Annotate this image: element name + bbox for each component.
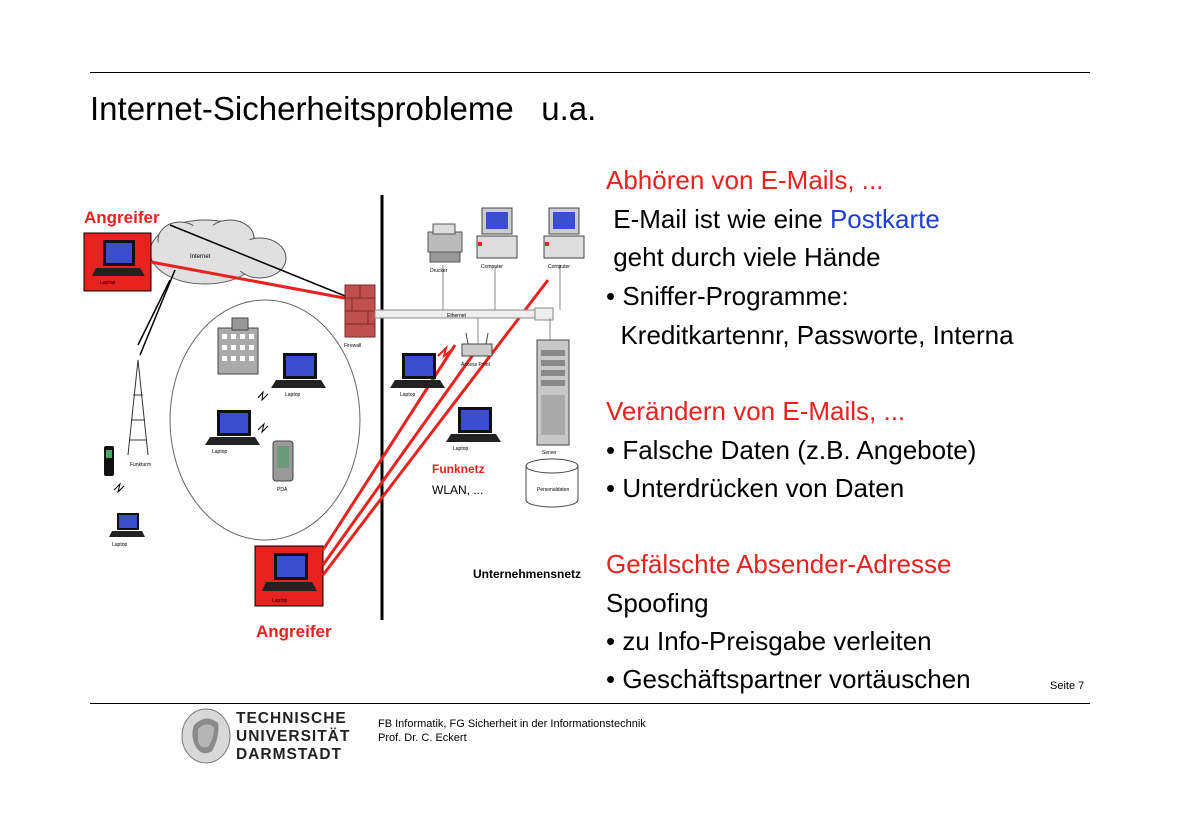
text-line-spoofing: Spoofing (606, 588, 709, 618)
text-postkarte-word: Postkarte (829, 204, 940, 234)
access-point-icon (461, 332, 493, 357)
laptop-label: Laptop (212, 449, 228, 455)
wlan-label: WLAN, ... (432, 483, 483, 497)
computer-label: Computer (481, 264, 503, 270)
laptop-icon (92, 240, 145, 276)
computer-label: Computer (548, 264, 570, 270)
wireless-bolt-icon (257, 390, 269, 402)
building-icon (217, 317, 259, 375)
database-icon (525, 458, 579, 508)
text-line-kreditkarten: Kreditkartennr, Passworte, Interna (606, 320, 1014, 350)
radio-tower-label: Funkturm (130, 462, 151, 468)
logo-line-3: DARMSTADT (236, 746, 343, 763)
text-line-abhoeren: Abhören von E-Mails, ... (606, 165, 884, 195)
printer-icon (427, 223, 463, 263)
wireless-cloud-icon (169, 299, 361, 541)
laptop-icon (446, 407, 501, 442)
top-rule (90, 72, 1090, 73)
unternehmensnetz-label: Unternehmensnetz (473, 567, 581, 581)
laptop-icon (262, 553, 317, 591)
laptop-icon (205, 410, 260, 445)
laptop-label: Laptop (453, 446, 469, 452)
wireless-bolt-icon (437, 344, 455, 359)
laptop-label: Laptop (112, 542, 128, 548)
pda-label: PDA (277, 487, 288, 493)
attack-lines (150, 260, 550, 576)
computer-icon (476, 207, 518, 259)
server-icon (536, 339, 570, 446)
logo-line-1: TECHNISCHE (236, 710, 347, 727)
laptop-label: Laptop (100, 280, 116, 286)
pda-icon (272, 440, 294, 482)
firewall-label: Firewall (344, 343, 361, 349)
laptop-label: Laptop (285, 392, 301, 398)
university-seal-logo (181, 708, 231, 764)
footer-department: FB Informatik, FG Sicherheit in der Info… (378, 718, 646, 730)
logo-line-2: UNIVERSITÄT (236, 728, 351, 745)
laptop-label: Laptop (272, 598, 288, 604)
database-label: Personaldaten (537, 487, 569, 493)
access-point-label: Access Point (461, 362, 491, 368)
text-line-geschaeftspartner: • Geschäftspartner vortäuschen (606, 664, 971, 694)
funknetz-label: Funknetz (432, 462, 485, 476)
text-line-unterdruecken: • Unterdrücken von Daten (606, 473, 905, 503)
text-line-veraendern: Verändern von E-Mails, ... (606, 396, 906, 426)
text-line-falsche-daten: • Falsche Daten (z.B. Angebote) (606, 435, 977, 465)
ethernet-label: Ethernet (447, 313, 467, 319)
text-line-gefaelschte: Gefälschte Absender-Adresse (606, 549, 952, 579)
text-postkarte-prefix: E-Mail ist wie eine (606, 204, 830, 234)
computer-icon (543, 207, 585, 259)
laptop-icon (271, 353, 326, 388)
laptop-icon (109, 513, 145, 537)
text-line-haende: geht durch viele Hände (606, 242, 881, 272)
attacker-top-label: Angreifer (84, 208, 160, 227)
printer-label: Drucker (430, 268, 448, 274)
bottom-rule (90, 703, 1090, 704)
radio-tower-icon (127, 359, 149, 456)
wireless-bolt-icon (113, 482, 125, 494)
mobile-phone-icon (104, 446, 114, 476)
footer-author: Prof. Dr. C. Eckert (378, 732, 467, 744)
text-line-postkarte: E-Mail ist wie eine Postkarte (606, 206, 940, 232)
page-number: Seite 7 (1050, 680, 1085, 692)
firewall-icon (344, 284, 376, 338)
internet-label: Internet (190, 254, 211, 260)
text-line-info-preisgabe: • zu Info-Preisgabe verleiten (606, 626, 932, 656)
attacker-bottom-label: Angreifer (256, 622, 332, 641)
text-line-sniffer: • Sniffer-Programme: (606, 281, 849, 311)
page-title: Internet-Sicherheitsprobleme u.a. (90, 90, 597, 127)
wireless-bolt-icon (257, 422, 269, 434)
laptop-icon (390, 353, 445, 388)
laptop-label: Laptop (400, 392, 416, 398)
server-label: Server (542, 450, 557, 456)
